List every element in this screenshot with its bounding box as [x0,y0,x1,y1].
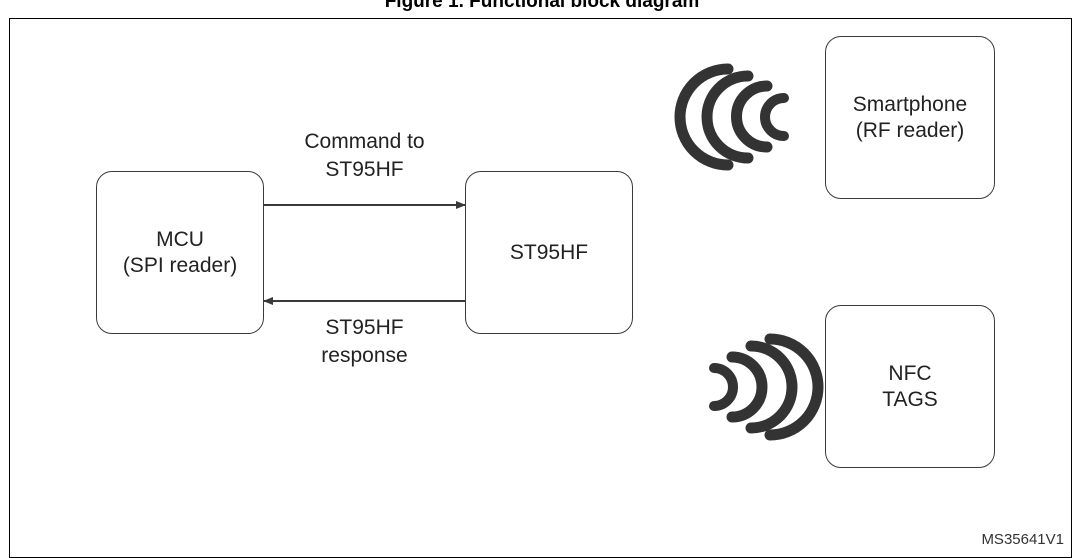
smartphone-label: Smartphone (RF reader) [852,92,968,142]
figure-title: Figure 1. Functional block diagram [384,0,700,12]
mcu-block: MCU (SPI reader) [96,171,264,334]
command-arrow-label: Command to ST95HF [304,130,425,181]
nfc-tags-label: NFC TAGS [882,361,938,411]
mcu-label: MCU (SPI reader) [122,227,238,277]
st95hf-label: ST95HF [509,240,589,264]
smartphone-block: Smartphone (RF reader) [825,36,995,199]
response-arrow-label: ST95HF response [321,316,408,367]
nfc-tags-block: NFC TAGS [825,305,995,468]
document-id: MS35641V1 [981,531,1064,548]
st95hf-block: ST95HF [465,171,633,334]
